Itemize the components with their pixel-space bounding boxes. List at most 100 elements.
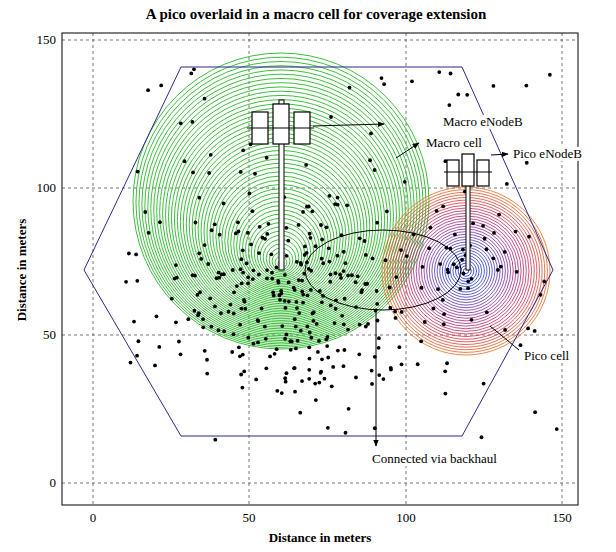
user-dot [466,279,470,283]
user-dot [286,239,290,243]
user-dot [369,131,373,135]
user-dot [307,345,311,349]
user-dot [251,277,255,281]
leader-arrow [396,143,419,158]
user-dot [287,280,291,284]
user-dot [344,261,348,265]
user-dot [336,254,340,258]
user-dot [243,307,247,311]
user-dot [350,273,354,277]
user-dot [319,223,323,227]
user-dot [239,307,243,311]
user-dot [485,247,489,251]
macro-cell-ring [136,57,426,347]
user-dot [213,305,217,309]
user-dot [209,153,213,157]
user-dot [256,318,260,322]
macro-cell-ring [151,78,411,338]
user-dot [210,228,214,232]
user-dot [246,281,250,285]
user-dot [208,296,212,300]
user-dot [420,286,424,290]
user-dot [368,158,372,162]
user-dot [329,273,333,277]
user-dot [394,316,398,320]
user-dot [197,311,201,315]
user-dot [305,251,309,255]
user-dot [370,369,374,373]
user-dot [217,271,221,275]
grid-line [62,40,578,41]
user-dot [158,220,162,224]
user-dot [192,67,196,71]
user-dot [363,239,367,243]
user-dot [174,263,178,267]
user-dot [206,262,210,266]
user-dot [309,269,313,273]
user-dot [471,221,475,225]
user-dot [173,277,177,281]
user-dot [230,350,234,354]
user-dot [346,274,350,278]
axis-tick-label: 50 [243,511,256,525]
user-dot [288,339,292,343]
user-dot [235,284,239,288]
user-dot [432,307,436,311]
user-dot [256,341,260,345]
user-dot [371,257,375,261]
user-dot [327,246,331,250]
user-dot [399,248,403,252]
user-dot [307,368,311,372]
user-dot [329,303,333,307]
user-dot [307,377,311,381]
user-dot [524,84,528,88]
plot-ground [62,33,578,505]
axis-tick-label: 50 [43,328,56,342]
user-dot [134,253,138,257]
user-dot [284,226,288,230]
user-dot [193,274,197,278]
user-dot [416,362,420,366]
user-dot [155,314,159,318]
user-dot [370,382,374,386]
macro-cell-ring [160,91,403,334]
user-dot [458,287,462,291]
user-dot [320,257,324,261]
user-dot [539,293,543,297]
user-dot [438,262,442,266]
user-dot [377,346,381,350]
user-dot [292,366,296,370]
annotation-label: Macro eNodeB [441,115,525,129]
user-dot [285,254,289,258]
user-dot [525,161,529,165]
user-dot [135,279,139,283]
user-dot [321,261,325,265]
user-dot [485,310,489,314]
user-dot [336,196,340,200]
user-dot [311,319,315,323]
user-dot [303,245,307,249]
user-dot [358,323,362,327]
user-dot [309,288,313,292]
user-dot [284,380,288,384]
user-dot [217,328,221,332]
user-dot [334,271,338,275]
user-dot [127,252,131,256]
user-dot [320,357,324,361]
user-dot [135,354,139,358]
user-dot [338,273,342,277]
user-dot [389,366,393,370]
axis-tick-label: 150 [37,33,57,47]
user-dot [283,273,287,277]
user-dot [239,170,243,174]
hexagon-cell-boundary [84,67,553,436]
user-dot [326,356,330,360]
user-dot [189,71,193,75]
user-dot [394,275,398,279]
user-dot [342,364,346,368]
user-dot [217,276,221,280]
user-dot [199,257,203,261]
user-dot [159,83,163,87]
antenna-panel [477,160,489,186]
user-dot [129,361,133,365]
